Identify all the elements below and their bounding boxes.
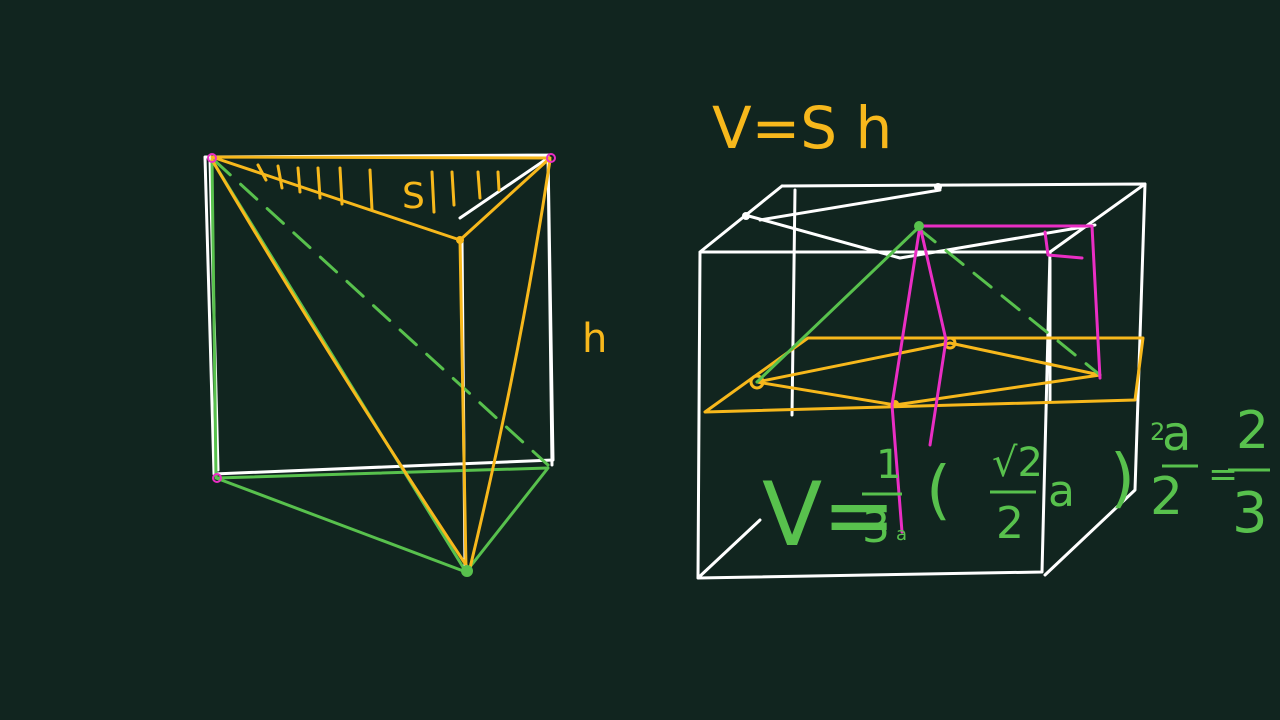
formula-two-den: 2 xyxy=(996,498,1024,549)
left-prism: S h xyxy=(203,153,607,577)
formula-exponent: 2 xyxy=(1150,418,1165,446)
cube-vertex-dot xyxy=(934,183,942,191)
left-yellow-edges xyxy=(210,158,552,570)
pyramid-edges xyxy=(755,226,920,384)
pyramid-apex-dot xyxy=(914,221,924,231)
left-apex-dot xyxy=(461,565,473,577)
formula-a-mid: a xyxy=(1048,466,1075,517)
left-vertex-mark xyxy=(212,473,222,483)
formula-close-paren: ) xyxy=(1110,442,1135,516)
formula-a-denominator: 2 xyxy=(1150,467,1183,527)
formula-result-denominator: 3 xyxy=(1232,481,1268,546)
formula-sqrt2: √2 xyxy=(992,440,1043,486)
formula-lhs: V= xyxy=(762,463,896,566)
formula-a-numerator: a xyxy=(1162,406,1191,462)
pyramid-dashed-edge xyxy=(916,226,1102,377)
formula-one: 1 xyxy=(876,442,901,488)
left-green-dashed-diagonal xyxy=(212,158,550,467)
formula-three: 3 xyxy=(862,502,890,553)
prism-height-label: h xyxy=(582,316,607,362)
cube-vertex-dot xyxy=(742,212,750,220)
formula-result-numerator: 2 xyxy=(1236,401,1269,461)
left-vertex-dot xyxy=(456,236,464,244)
pyramid-apex-lines xyxy=(890,224,1102,534)
left-top-triangle xyxy=(210,155,552,242)
left-vertex-mark xyxy=(546,153,556,163)
left-green-edges xyxy=(210,158,550,574)
prism-hatch-label: S xyxy=(402,176,425,217)
cross-section-plane xyxy=(703,336,1145,414)
left-hatch-strokes xyxy=(256,163,501,214)
right-cube xyxy=(696,182,1147,580)
left-vertex-mark xyxy=(207,153,217,163)
formula-open-paren: ( xyxy=(926,454,951,528)
volume-computation: V= 1 3 a ( √2 2 a ) 2 a 2 = 2 3 xyxy=(762,401,1270,566)
volume-formula: V=S h xyxy=(712,94,892,162)
left-box-edges xyxy=(203,153,555,572)
formula-a-sub: a xyxy=(896,524,907,545)
formula-equals: = xyxy=(1208,454,1238,495)
section-point xyxy=(749,374,765,390)
